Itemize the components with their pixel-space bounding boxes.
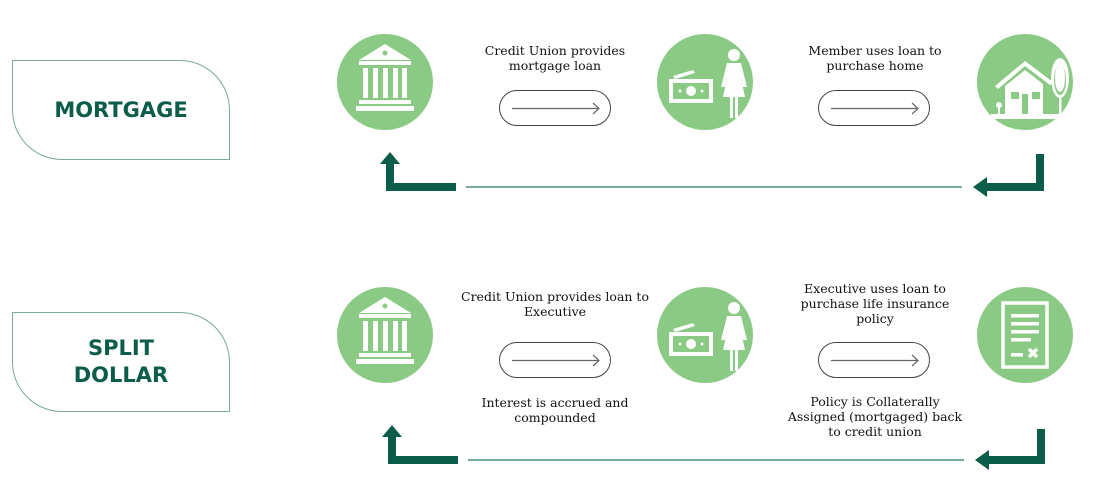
arrow-pill	[818, 342, 930, 378]
house-icon	[977, 34, 1077, 130]
money-person-icon	[657, 287, 753, 383]
right-arrow-icon	[512, 354, 600, 367]
up-arrow-shaft	[388, 436, 458, 464]
left-arrow-shaft	[986, 154, 1044, 191]
money-person-icon	[657, 34, 753, 130]
mortgage-label: MORTGAGE	[12, 60, 230, 160]
right-arrow-icon	[831, 102, 919, 115]
step2-text: Member uses loan to purchase home	[808, 43, 942, 73]
step1-bottom-text: Interest is accrued and compounded	[481, 395, 629, 425]
split-dollar-label-line2: DOLLAR	[73, 363, 169, 387]
split-dollar-label-line1: SPLIT	[87, 336, 155, 360]
step2-top-text: Executive uses loan to purchase life ins…	[800, 281, 950, 326]
bank-icon	[337, 34, 433, 130]
right-arrow-icon	[512, 102, 600, 115]
left-arrow-head	[973, 177, 987, 197]
arrow-pill	[499, 90, 611, 126]
step2-bottom-text: Policy is Collaterally Assigned (mortgag…	[787, 394, 963, 439]
mortgage-label-text: MORTGAGE	[54, 97, 188, 122]
left-arrow-head	[975, 450, 989, 470]
split-dollar-return-flow	[382, 425, 1045, 470]
split-dollar-label: SPLIT DOLLAR	[12, 312, 230, 412]
up-arrow-shaft	[386, 163, 456, 191]
right-arrow-icon	[831, 354, 919, 367]
step1-text: Credit Union provides mortgage loan	[484, 43, 626, 73]
up-arrow-head	[382, 425, 402, 437]
document-icon	[977, 287, 1073, 383]
up-arrow-head	[380, 152, 400, 164]
step1-top-text: Credit Union provides loan to Executive	[461, 289, 649, 319]
arrow-pill	[499, 342, 611, 378]
mortgage-return-flow	[380, 152, 1044, 197]
arrow-pill	[818, 90, 930, 126]
left-arrow-shaft	[988, 429, 1045, 464]
bank-icon	[337, 287, 433, 383]
